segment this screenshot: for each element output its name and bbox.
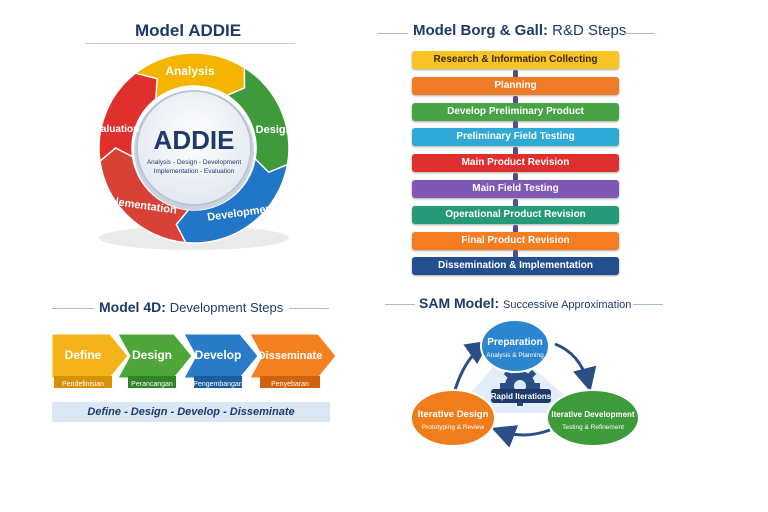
four-d-sub-design: Perancangan: [131, 381, 173, 388]
addie-title: Model ADDIE: [135, 21, 242, 40]
borg-gall-connector: [513, 250, 518, 258]
sam-node-label-3: Iterative Development: [551, 410, 634, 419]
borg-gall-title-main: Model Borg & Gall:: [413, 22, 548, 39]
borg-gall-connector: [513, 225, 518, 233]
addie-center-line2: Implementation - Evaluation: [154, 168, 235, 175]
borg-gall-step-6: Main Field Testing: [412, 180, 619, 198]
sam-node-label-1: Preparation: [487, 337, 543, 348]
four-d-sub-band: [128, 376, 176, 388]
four-d-sub-band: [260, 376, 320, 388]
borg-gall-connector: [513, 96, 518, 104]
sam-node-1: [480, 319, 550, 373]
four-d-title-main: Model 4D:: [99, 299, 166, 315]
four-d-sub-define: Pendefinisian: [62, 381, 104, 388]
addie-title-underline: [85, 43, 295, 44]
borg-gall-connector: [513, 121, 518, 129]
addie-center-title: ADDIE: [154, 125, 235, 155]
addie-segment-evaluation: [98, 72, 158, 163]
borg-gall-title-rule-right: [624, 33, 654, 34]
borg-gall-connector: [513, 70, 518, 78]
sam-title: SAM Model: Successive Approximation: [419, 295, 631, 311]
addie-label-analysis: Analysis: [165, 64, 215, 78]
borg-gall-step-3: Develop Preliminary Product: [412, 103, 619, 121]
four-d-sub-band: [194, 376, 242, 388]
borg-gall-step-9: Dissemination & Implementation: [412, 257, 619, 275]
sam-node-sub-3: Testing & Refinement: [562, 424, 624, 431]
four-d-title: Model 4D: Development Steps: [99, 299, 283, 315]
borg-gall-step-1: Research & Information Collecting: [412, 51, 619, 69]
sam-center-label-box: [491, 389, 551, 403]
sam-title-sub: Successive Approximation: [503, 299, 632, 311]
borg-gall-step-5: Main Product Revision: [412, 154, 619, 172]
four-d-label-disseminate: Disseminate: [258, 350, 323, 362]
four-d-sub-band: [54, 376, 112, 388]
sam-node-sub-1: Analysis & Planning: [486, 352, 544, 359]
sam-title-main: SAM Model:: [419, 295, 500, 311]
sam-node-3: [546, 389, 640, 447]
addie-label-evaluation: Evaluation: [89, 124, 140, 135]
addie-cycle-diagram: ADDIE Analysis - Design - Development Im…: [89, 52, 293, 250]
borg-gall-connector: [513, 147, 518, 155]
four-d-label-define: Define: [65, 348, 102, 362]
four-d-summary-bar: Define - Design - Develop - Disseminate: [52, 402, 330, 422]
sam-title-rule-left: [385, 304, 415, 305]
four-d-title-rule-left: [52, 308, 94, 309]
four-d-title-rule-right: [289, 308, 329, 309]
four-d-sub-disseminate: Penyebaran: [271, 381, 309, 388]
four-d-label-design: Design: [132, 348, 172, 362]
sam-node-2: [410, 389, 496, 447]
borg-gall-step-7: Operational Product Revision: [412, 206, 619, 224]
sam-title-rule-right: [633, 304, 663, 305]
addie-label-design: Design: [256, 124, 293, 136]
sam-node-label-2: Iterative Design: [418, 409, 489, 420]
four-d-arrow-define: [51, 333, 129, 379]
borg-gall-step-4: Preliminary Field Testing: [412, 128, 619, 146]
borg-gall-title-rule-left: [378, 33, 408, 34]
borg-gall-step-2: Planning: [412, 77, 619, 95]
sam-arrow-prep-to-dev: [554, 342, 597, 392]
borg-gall-step-8: Final Product Revision: [412, 232, 619, 250]
addie-center-line1: Analysis - Design - Development: [147, 159, 241, 166]
borg-gall-title-sub: R&D Steps: [552, 22, 627, 39]
sam-arrow-dev-to-design: [491, 425, 551, 448]
four-d-sub-develop: Pengembangan: [193, 381, 243, 388]
borg-gall-title: Model Borg & Gall: R&D Steps: [413, 22, 626, 39]
borg-gall-connector: [513, 173, 518, 181]
sam-center-label: Rapid Iterations: [491, 392, 552, 401]
four-d-title-sub: Development Steps: [169, 300, 284, 315]
sam-node-sub-2: Prototyping & Review: [422, 424, 484, 431]
four-d-label-develop: Develop: [195, 348, 242, 362]
borg-gall-connector: [513, 199, 518, 207]
